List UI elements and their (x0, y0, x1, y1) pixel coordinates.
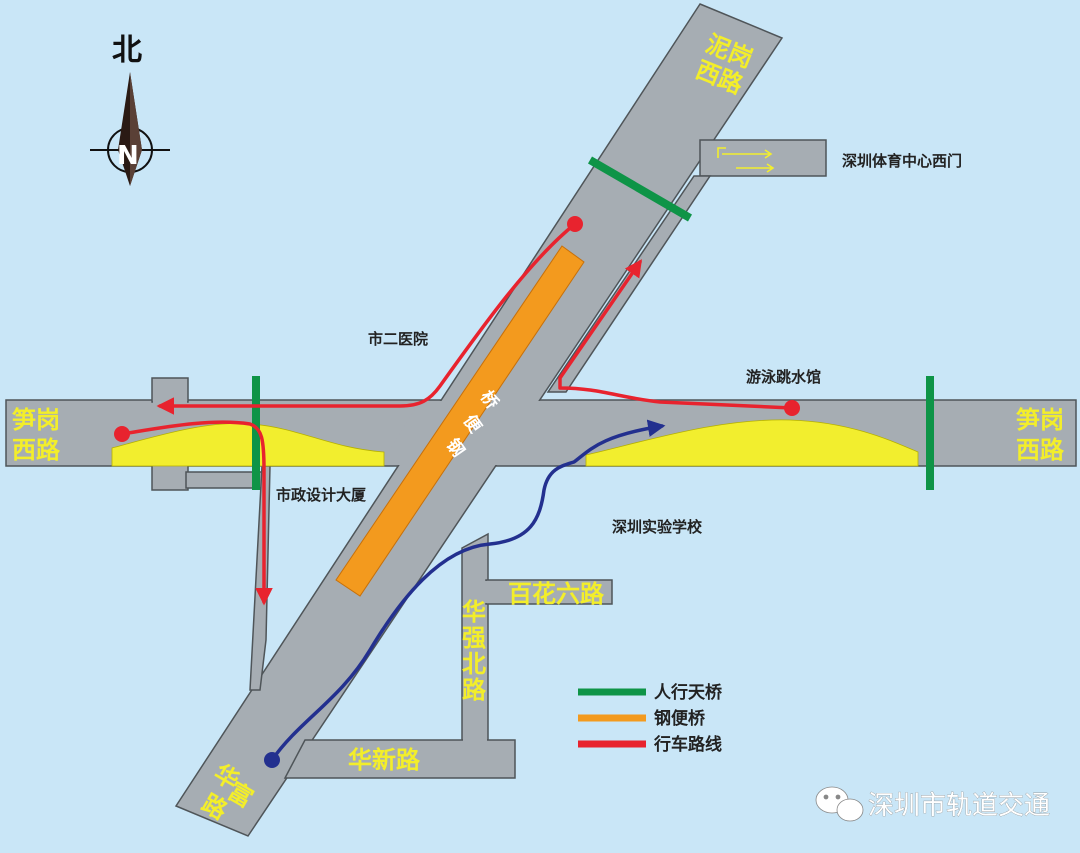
legend-label-steel-bridge: 钢便桥 (654, 708, 706, 729)
legend-label-driving-route: 行车路线 (653, 734, 722, 755)
label-sungang-west-left-2: 西路 (12, 436, 61, 464)
label-huaxin: 华新路 (348, 746, 421, 774)
route-dot-east (784, 400, 800, 416)
route-dot-west (114, 426, 130, 442)
compass-north-label: 北 (112, 33, 142, 68)
route-red-north (558, 259, 794, 410)
place-labels: 深圳体育中心西门 市二医院 游泳跳水馆 市政设计大厦 深圳实验学校 (276, 152, 962, 536)
label-sungang-west-left-1: 笋岗 (12, 406, 60, 434)
label-huaqiang-north-2: 强 (462, 624, 486, 652)
label-huaqiang-north-1: 华 (462, 598, 486, 626)
label-municipal-design-building: 市政设计大厦 (276, 486, 367, 504)
route-endpoints (114, 216, 800, 768)
label-swimming-diving-hall: 游泳跳水馆 (746, 368, 821, 386)
route-red-south (120, 420, 273, 606)
watermark-text: 深圳市轨道交通 (868, 791, 1050, 821)
label-baihua-6: 百花六路 (508, 580, 605, 608)
entrance-arrows (717, 147, 775, 173)
label-sports-center-west-gate: 深圳体育中心西门 (842, 152, 962, 170)
compass-n-letter: N (117, 141, 139, 171)
wechat-icon (815, 786, 864, 822)
route-red-west (156, 222, 577, 415)
watermark: 深圳市轨道交通 (815, 786, 1050, 822)
footbridges (252, 156, 934, 490)
label-shenzhen-experimental-school: 深圳实验学校 (612, 518, 703, 536)
legend: 人行天桥 钢便桥 行车路线 (578, 682, 723, 755)
road-sports-center-entrance (699, 139, 827, 177)
driving-routes (120, 222, 794, 762)
road-ramp-west (249, 465, 271, 691)
road-huaxin (283, 739, 516, 779)
north-compass: 北 N (90, 33, 170, 186)
label-second-hospital: 市二医院 (368, 330, 428, 348)
label-huaqiang-north-3: 北 (462, 650, 486, 678)
route-dot-sw (264, 752, 280, 768)
label-huaqiang-north-4: 路 (462, 676, 487, 704)
label-sungang-west-right-1: 笋岗 (1016, 406, 1064, 434)
legend-label-footbridge: 人行天桥 (654, 682, 723, 703)
road-baihua-6 (485, 579, 613, 605)
route-blue (270, 419, 666, 762)
steel-bridge (335, 245, 585, 597)
route-dot-ne (567, 216, 583, 232)
road-labels: 泥岗 西路 笋岗 西路 笋岗 西路 华 富 路 华新路 百花六路 华 强 北 路 (12, 30, 1065, 826)
label-sungang-west-right-2: 西路 (1016, 436, 1065, 464)
footbridge-north (587, 156, 693, 222)
work-zone-right (585, 419, 919, 467)
